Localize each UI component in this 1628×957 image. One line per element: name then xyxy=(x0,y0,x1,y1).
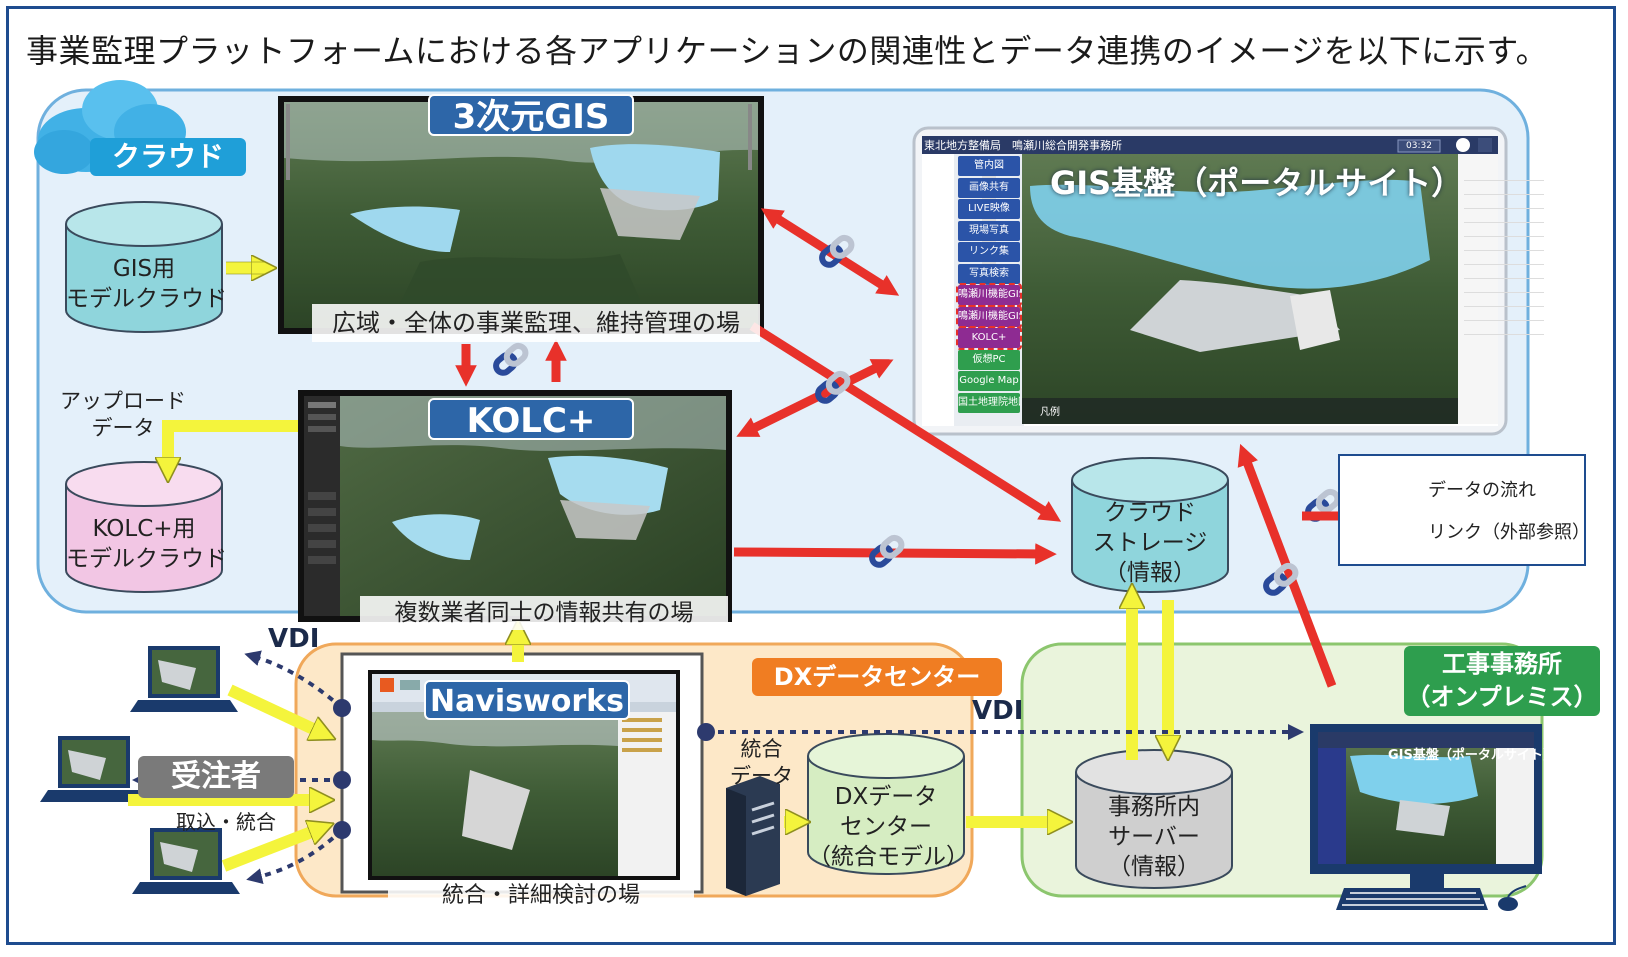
cylinder-storage-icon xyxy=(1075,749,1233,889)
cylinder-storage-icon xyxy=(1071,457,1229,593)
gis-layer-row[interactable] xyxy=(1464,292,1544,307)
office-zone-label: 工事事務所 （オンプレミス） xyxy=(1404,646,1600,716)
gis-layer-row[interactable] xyxy=(1464,194,1544,209)
laptop-icon xyxy=(130,646,238,712)
gis-menu-item[interactable]: リンク集 xyxy=(958,242,1020,262)
gis-model-cloud-label: GIS用 モデルクラウド xyxy=(66,256,227,312)
office-label-line2: （オンプレミス） xyxy=(1406,683,1598,711)
gis-menu-item[interactable]: Google Map xyxy=(958,371,1020,391)
office-monitor-title: GIS基盤（ポータルサイト） xyxy=(1388,748,1556,763)
gis-layer-row[interactable] xyxy=(1464,320,1544,335)
gis-portal-clock: 03:32 xyxy=(1406,141,1432,151)
office-label-line1: 工事事務所 xyxy=(1442,650,1562,678)
vdi-center-label: VDI xyxy=(972,696,1024,726)
data-flow-arrows xyxy=(128,268,1370,872)
dx-model-label: DXデータ センター （統合モデル） xyxy=(808,784,969,870)
gis-layer-row[interactable] xyxy=(1464,236,1544,251)
gis-menu-item[interactable]: 画像共有 xyxy=(958,177,1020,198)
gis3d-caption: 広域・全体の事業監理、維持管理の場 xyxy=(312,304,760,342)
gis-menu-item[interactable]: 国土地理院地図 xyxy=(958,392,1020,413)
dx-center-label: DXデータセンター xyxy=(752,658,1002,696)
kolc-model-cloud-label: KOLC+用 モデルクラウド xyxy=(66,516,227,572)
legend-data-flow: データの流れ xyxy=(1428,480,1536,501)
outer-frame xyxy=(6,6,1616,945)
office-server-label: 事務所内 サーバー （情報） xyxy=(1108,794,1200,880)
kolc-label: KOLC+ xyxy=(428,398,634,441)
gis-menu-item[interactable]: 管内図 xyxy=(958,156,1020,176)
gis-menu-item[interactable]: 鳴瀬川機能GIS（Viewer） xyxy=(956,283,1022,307)
gis-menu-item[interactable]: 現場写真 xyxy=(958,220,1020,241)
laptop-icon xyxy=(40,736,148,802)
gis-layer-row[interactable] xyxy=(1464,264,1544,279)
gis-layer-row[interactable] xyxy=(1464,250,1544,265)
gis-layer-row[interactable] xyxy=(1464,166,1544,181)
keyboard-icon xyxy=(1336,888,1488,910)
vdi-nodes xyxy=(333,699,715,839)
integrated-data-label: 統合 データ xyxy=(730,737,793,788)
cylinder-storage-icon xyxy=(65,461,223,593)
upload-data-label: アップロード データ xyxy=(60,389,186,440)
gis-menu-item[interactable]: KOLC+ xyxy=(956,326,1022,350)
cloud-zone-label: クラウド xyxy=(90,138,246,176)
navisworks-caption: 統合・詳細検討の場 xyxy=(388,880,694,912)
gis3d-label: 3次元GIS xyxy=(428,94,634,137)
kolc-screen xyxy=(298,390,732,622)
gis-portal-label: GIS基盤（ポータルサイト） xyxy=(1050,164,1464,202)
cloud-storage-label: クラウド ストレージ （情報） xyxy=(1092,500,1208,586)
contractor-label: 受注者 xyxy=(138,756,294,798)
vdi-left-label: VDI xyxy=(268,624,320,654)
gis-portal-header: 東北地方整備局 鳴瀬川総合開発事務所 xyxy=(924,139,1122,152)
gis-menu-item[interactable]: 写真検索 xyxy=(958,263,1020,284)
data-flow-arrow-outline xyxy=(226,261,264,275)
gis-layer-row[interactable] xyxy=(1464,208,1544,223)
legend-link: リンク（外部参照） xyxy=(1428,522,1590,543)
import-integrate-label: 取込・統合 xyxy=(176,810,276,834)
mouse-icon xyxy=(1498,885,1527,911)
gis-menu-item[interactable]: LIVE映像 xyxy=(958,199,1020,219)
gis-layer-row[interactable] xyxy=(1464,222,1544,237)
laptop-icon xyxy=(132,828,240,894)
gis-layer-row[interactable] xyxy=(1464,278,1544,293)
gis-layer-row[interactable] xyxy=(1464,306,1544,321)
server-tower-icon xyxy=(726,776,780,896)
gis-portal-legend: 凡例 xyxy=(1040,407,1060,418)
navisworks-label: Navisworks xyxy=(424,680,630,720)
cylinder-storage-icon xyxy=(65,201,223,333)
gis-menu-item[interactable]: 仮想PC xyxy=(958,349,1020,370)
cylinder-storage-icon xyxy=(807,733,965,875)
kolc-caption: 複数業者同士の情報共有の場 xyxy=(360,596,728,630)
page-title: 事業監理プラットフォームにおける各アプリケーションの関連性とデータ連携のイメージ… xyxy=(26,32,1549,70)
gis-menu-item[interactable]: 鳴瀬川機能GIS（Upload） xyxy=(956,304,1022,329)
legend-box xyxy=(1338,454,1586,566)
gis-layer-row[interactable] xyxy=(1464,180,1544,195)
